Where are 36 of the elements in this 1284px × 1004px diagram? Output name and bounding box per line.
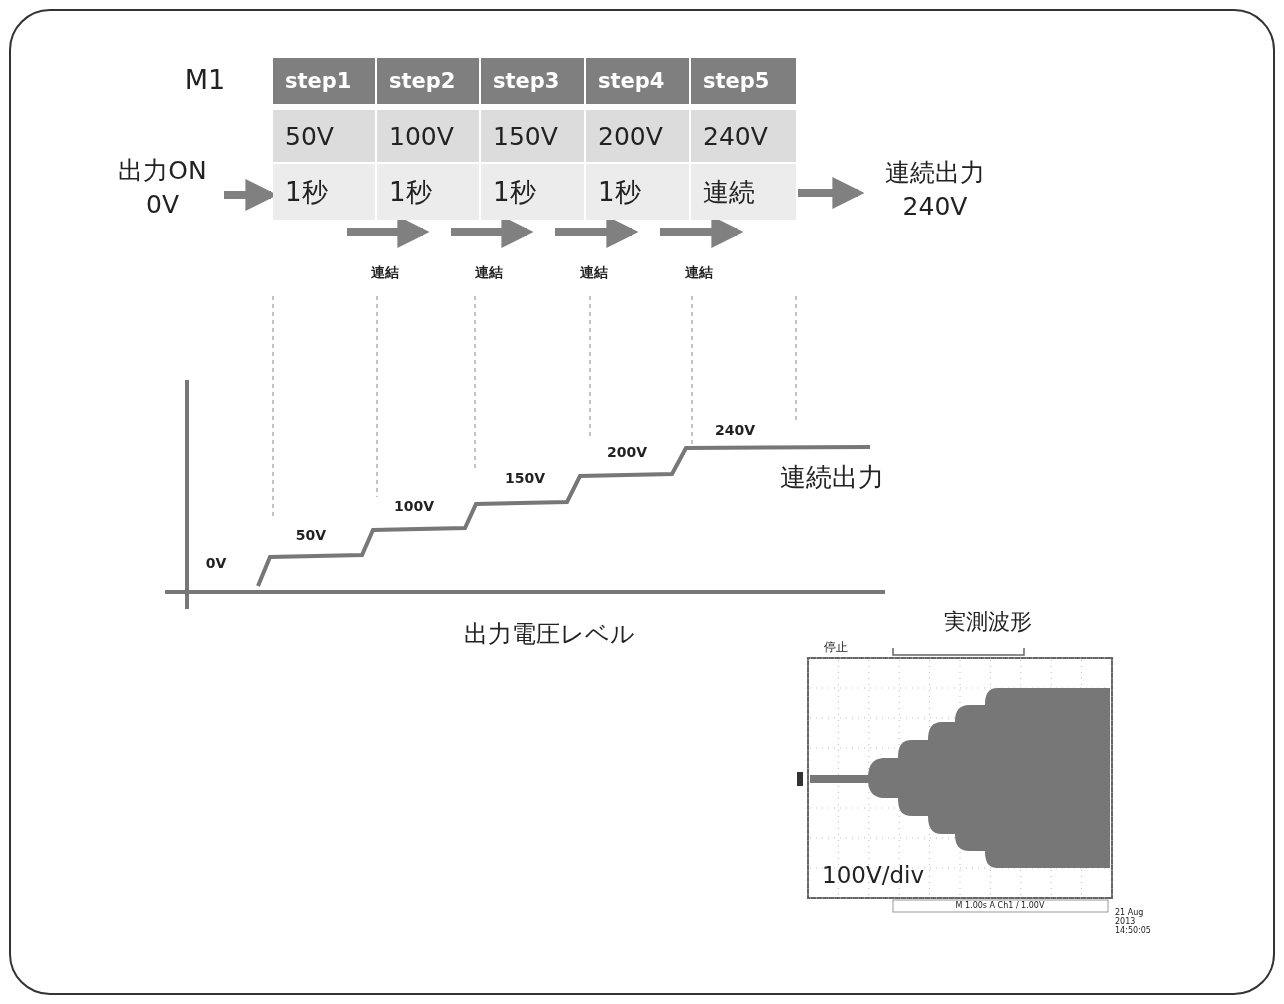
arrow bbox=[798, 177, 865, 209]
axis-title: 出力電圧レベル bbox=[463, 621, 635, 649]
edge-label: 連結 bbox=[371, 264, 399, 280]
value-cell: 240V bbox=[691, 110, 796, 162]
voltage-label: 50V bbox=[295, 526, 327, 544]
status-text: 停止 bbox=[824, 641, 848, 655]
flow-text: 出力ON 0V bbox=[105, 150, 220, 225]
timestamp-text: 21 Aug 2013 14:50:05 bbox=[1115, 908, 1152, 936]
edge-label: 連結 bbox=[475, 264, 503, 280]
voltage-label: 240V bbox=[714, 421, 756, 439]
duration-cell: 連続 bbox=[691, 164, 796, 220]
timebase-text: M 1.00s A Ch1 / 1.00V bbox=[955, 901, 1045, 911]
edge-label: 連結 bbox=[684, 264, 713, 280]
duration-cell: 1秒 bbox=[586, 164, 689, 220]
voltage-label: 150V bbox=[504, 469, 546, 487]
output-label: 連続出力 bbox=[780, 463, 884, 493]
header-cell: step3 bbox=[481, 58, 584, 104]
voltage-label: 100V bbox=[393, 497, 435, 515]
header-cell: step4 bbox=[586, 58, 689, 104]
duration-cell: 1秒 bbox=[273, 164, 375, 220]
voltage-label: 0V bbox=[205, 554, 227, 572]
header-cell: step1 bbox=[273, 58, 375, 104]
header-cell: step2 bbox=[377, 58, 479, 104]
table-title: M1 bbox=[184, 64, 226, 96]
edge-label: 連結 bbox=[579, 264, 608, 280]
scale-label: 100V/div bbox=[822, 861, 924, 889]
value-cell: 200V bbox=[586, 110, 689, 162]
header-cell: step5 bbox=[691, 58, 796, 104]
value-cell: 100V bbox=[377, 110, 479, 162]
flow-text: 連続出力 240V bbox=[860, 150, 1010, 230]
value-cell: 150V bbox=[481, 110, 584, 162]
voltage-label: 200V bbox=[606, 443, 648, 461]
value-cell: 50V bbox=[273, 110, 375, 162]
waveform-title: 実測波形 bbox=[944, 609, 1032, 635]
duration-cell: 1秒 bbox=[481, 164, 584, 220]
duration-cell: 1秒 bbox=[377, 164, 479, 220]
